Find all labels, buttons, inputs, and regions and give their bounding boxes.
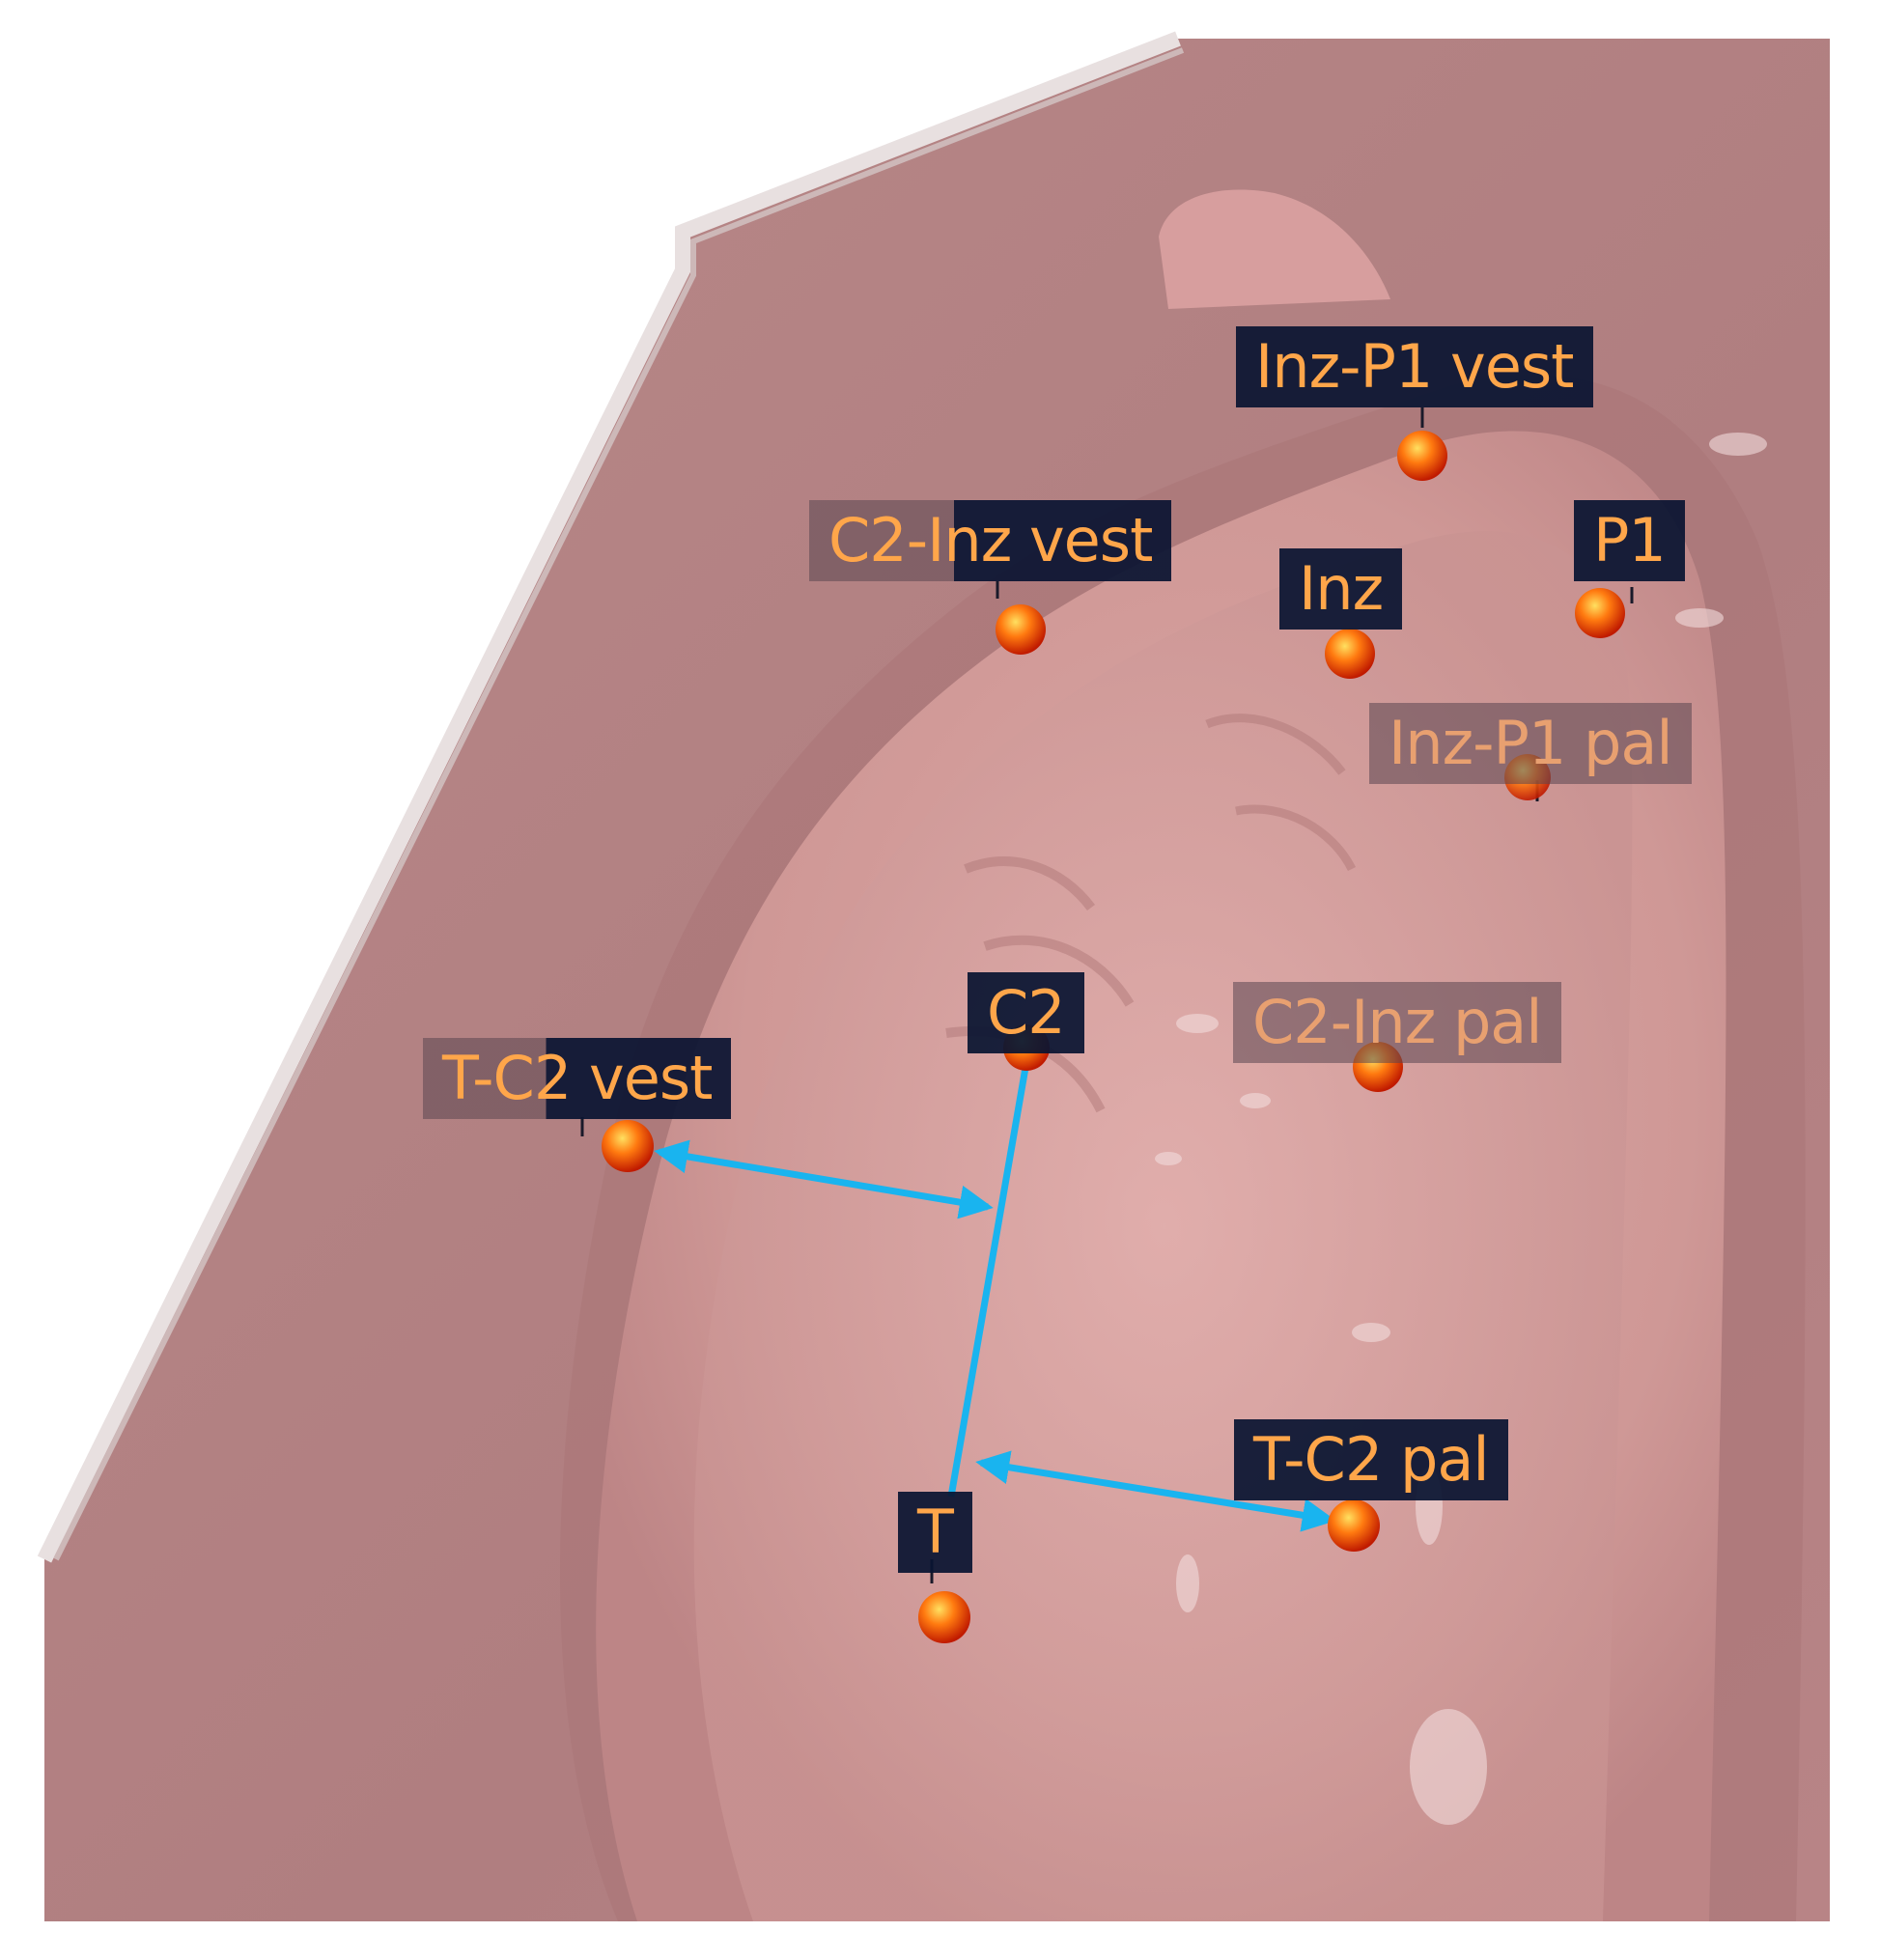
line-c2-to-t — [947, 1061, 1030, 1498]
incisive-papilla — [1159, 189, 1390, 309]
label-t: T — [898, 1492, 972, 1573]
marker-p1 — [1575, 588, 1625, 638]
marker-inz-p1-vest — [1397, 431, 1447, 481]
marker-t-c2-vest — [602, 1120, 654, 1172]
marker-c2-inz-vest — [996, 604, 1046, 655]
measurement-lines — [654, 1061, 1336, 1532]
arrow-vestibular-width — [654, 1139, 994, 1219]
specular-highlights — [1155, 433, 1767, 1825]
label-inz: Inz — [1279, 548, 1403, 630]
marker-t — [918, 1591, 970, 1643]
arrow-palatal-width — [975, 1450, 1336, 1532]
label-inz-p1-vest: Inz-P1 vest — [1236, 326, 1593, 407]
marker-inz — [1325, 629, 1375, 679]
label-c2-inz-vest: C2-Inz vest — [809, 500, 1172, 581]
label-t-c2-vest: T-C2 vest — [423, 1038, 732, 1119]
marker-t-c2-pal — [1328, 1499, 1380, 1552]
label-inz-p1-pal: Inz-P1 pal — [1369, 703, 1692, 784]
label-c2: C2 — [968, 972, 1084, 1053]
label-p1: P1 — [1574, 500, 1685, 581]
model-edge — [37, 31, 1181, 1563]
alveolar-ridge — [693, 531, 1633, 1922]
label-t-c2-pal: T-C2 pal — [1234, 1419, 1508, 1500]
label-c2-inz-pal: C2-Inz pal — [1233, 982, 1561, 1063]
